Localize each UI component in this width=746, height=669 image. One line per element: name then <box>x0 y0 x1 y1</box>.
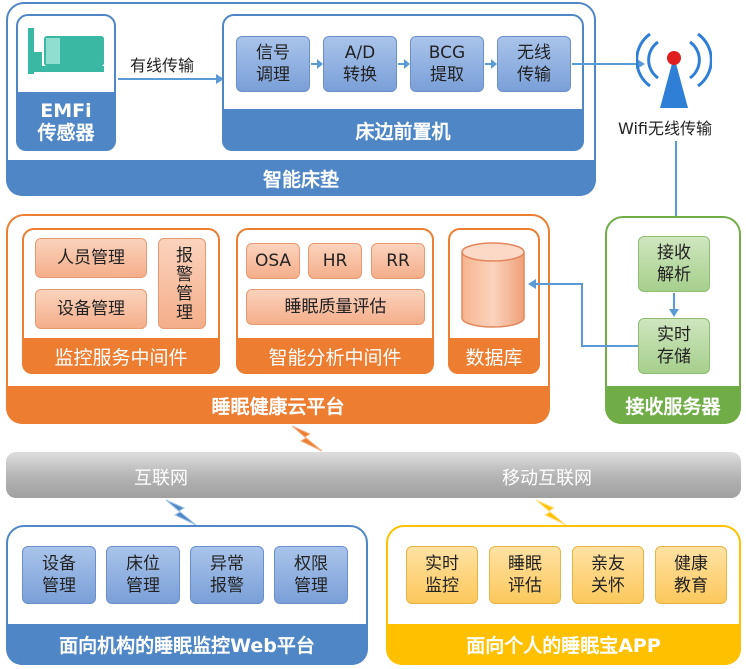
front-end-arrows <box>311 59 497 69</box>
lightning-icon <box>290 424 324 454</box>
alarm-management: 报警管理 <box>158 238 206 329</box>
lightning-icon <box>534 498 568 528</box>
step-wireless-transmission: 无线 传输 <box>497 36 571 92</box>
wired-arrow <box>118 74 224 84</box>
emfi-sensor-label: EMFi 传感器 <box>16 92 116 151</box>
wired-transmission-label: 有线传输 <box>130 56 195 75</box>
receiver-title: 接收服务器 <box>605 386 741 424</box>
web-platform-title: 面向机构的睡眠监控Web平台 <box>6 624 368 665</box>
app-title: 面向个人的睡眠宝APP <box>386 624 741 665</box>
osa-analysis: OSA <box>246 243 300 279</box>
smart-mattress-title: 智能床垫 <box>6 160 596 196</box>
personnel-management: 人员管理 <box>35 238 147 278</box>
app-health-education: 健康 教育 <box>655 546 727 604</box>
database-cylinder-icon <box>458 240 528 330</box>
receive-parse: 接收 解析 <box>638 236 710 292</box>
app-realtime-monitoring: 实时 监控 <box>406 546 478 604</box>
app-family-care: 亲友 关怀 <box>572 546 644 604</box>
lightning-icon <box>164 498 198 528</box>
device-management: 设备管理 <box>35 289 147 329</box>
web-permission-management: 权限 管理 <box>274 546 348 604</box>
realtime-storage: 实时 存储 <box>638 318 710 374</box>
step-ad-conversion: A/D 转换 <box>323 36 397 92</box>
web-device-management: 设备 管理 <box>22 546 96 604</box>
analysis-middleware-title: 智能分析中间件 <box>236 338 434 374</box>
cloud-platform-title: 睡眠健康云平台 <box>6 386 550 424</box>
rr-analysis: RR <box>371 243 425 279</box>
bed-icon <box>24 22 108 78</box>
step-signal-conditioning: 信号 调理 <box>236 36 310 92</box>
front-end-title: 床边前置机 <box>222 109 584 151</box>
receiver-internal-arrow <box>669 293 679 317</box>
storage-to-database-arrow <box>528 279 638 347</box>
sleep-quality-assessment: 睡眠质量评估 <box>246 289 425 325</box>
internet-label: 互联网 <box>134 468 188 489</box>
mobile-internet-label: 移动互联网 <box>502 468 592 489</box>
wifi-transmission-label: Wifi无线传输 <box>618 119 712 138</box>
web-bed-management: 床位 管理 <box>106 546 180 604</box>
wireless-to-wifi-arrow <box>572 59 645 69</box>
hr-analysis: HR <box>308 243 362 279</box>
wifi-antenna-icon <box>635 26 713 110</box>
database-title: 数据库 <box>448 338 540 374</box>
monitor-middleware-title: 监控服务中间件 <box>22 338 220 374</box>
app-sleep-assessment: 睡眠 评估 <box>489 546 561 604</box>
network-bar <box>6 452 741 498</box>
step-bcg-extraction: BCG 提取 <box>410 36 484 92</box>
web-abnormal-alarm: 异常 报警 <box>190 546 264 604</box>
